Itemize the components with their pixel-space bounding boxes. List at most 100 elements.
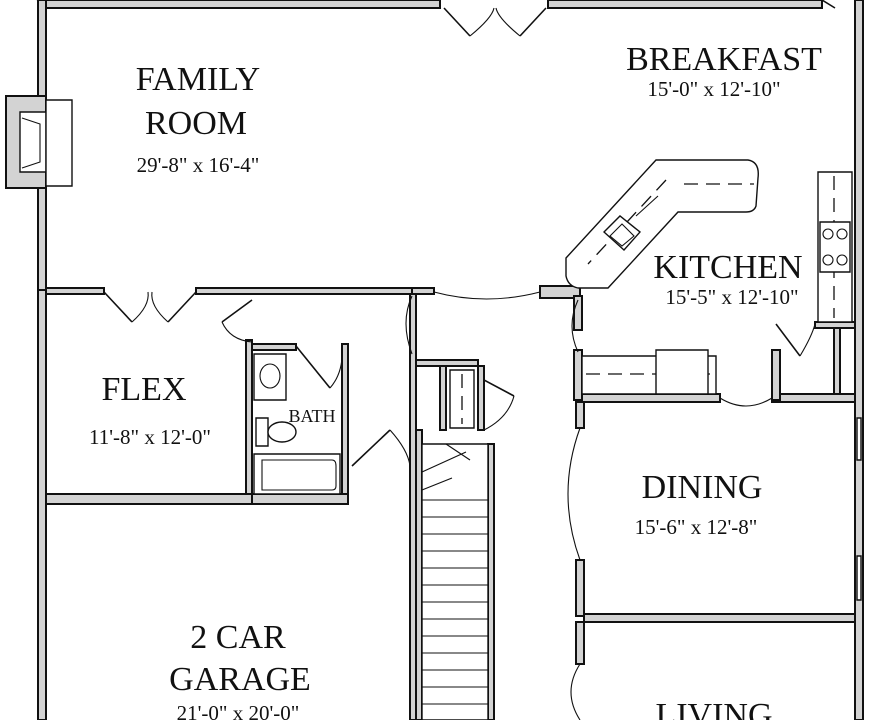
flex-dims: 11'-8" x 12'-0" bbox=[89, 425, 211, 449]
stair-winder-1 bbox=[421, 477, 453, 491]
door-flex-left-icon bbox=[103, 291, 133, 323]
toilet-icon bbox=[267, 421, 297, 443]
door-top-right-swing bbox=[495, 7, 521, 37]
wall-stair-inner bbox=[439, 365, 447, 431]
door-top-left-icon bbox=[443, 7, 471, 37]
door-flex-right-icon bbox=[167, 291, 197, 323]
wall-family-hall bbox=[411, 287, 435, 295]
interior-walls bbox=[45, 285, 856, 720]
wall-pantry-left bbox=[771, 349, 781, 401]
fireplace-hearth bbox=[19, 111, 47, 173]
door-garage-icon bbox=[351, 429, 391, 467]
family-room-dims: 29'-8" x 16'-4" bbox=[137, 153, 260, 177]
door-closet-swing bbox=[483, 395, 515, 431]
wall-left-upper bbox=[37, 0, 47, 97]
family-room-name-1: FAMILY bbox=[136, 61, 260, 98]
toilet-tank-icon bbox=[255, 417, 269, 447]
dining-dims: 15'-6" x 12'-8" bbox=[635, 515, 758, 539]
stair bbox=[421, 369, 489, 720]
flex-name: FLEX bbox=[102, 371, 187, 408]
wall-bath-bottom bbox=[251, 493, 349, 505]
doors bbox=[103, 7, 816, 720]
wall-dining-top bbox=[581, 393, 721, 403]
kitchen-name: KITCHEN bbox=[653, 249, 802, 286]
wall-kitchen-left-2 bbox=[573, 349, 583, 401]
arch-kitchen-left bbox=[571, 299, 579, 353]
bath-fixtures bbox=[253, 353, 341, 495]
wall-dining-living bbox=[583, 613, 856, 623]
wall-hall-left bbox=[409, 293, 417, 720]
burner-3-icon bbox=[822, 254, 834, 266]
wall-bath-right bbox=[341, 343, 349, 499]
fireplace-box bbox=[45, 99, 73, 187]
door-pantry-icon bbox=[775, 323, 801, 357]
sink-icon bbox=[602, 215, 642, 251]
wall-top-right bbox=[547, 0, 823, 9]
wall-dining-left-2 bbox=[575, 559, 585, 617]
sink-basin bbox=[609, 223, 635, 247]
wall-flex-right bbox=[245, 339, 253, 499]
wall-living-left bbox=[575, 621, 585, 665]
arch-dining bbox=[719, 397, 773, 407]
bath-name: BATH bbox=[288, 406, 335, 426]
windows bbox=[856, 417, 862, 601]
wall-closet-right bbox=[477, 365, 485, 431]
door-garage-swing bbox=[389, 429, 411, 467]
exterior-walls bbox=[5, 0, 864, 720]
burner-1-icon bbox=[822, 228, 834, 240]
vanity-icon bbox=[253, 353, 287, 401]
breakfast-dims: 15'-0" x 12'-10" bbox=[647, 77, 780, 101]
door-closet-icon bbox=[483, 379, 515, 397]
wall-stair-left bbox=[415, 429, 423, 720]
wall-left-mid bbox=[37, 187, 47, 291]
tub-inner bbox=[261, 459, 337, 491]
window-dining bbox=[856, 417, 862, 461]
stair-rail bbox=[421, 443, 489, 720]
door-top-right-icon bbox=[519, 7, 547, 37]
fireplace-firebox bbox=[21, 117, 41, 169]
living-name: LIVING bbox=[655, 697, 772, 720]
kitchen-fixtures bbox=[565, 159, 853, 395]
garage-dims: 21'-0" x 20'-0" bbox=[177, 701, 300, 720]
door-top-left-swing bbox=[469, 7, 495, 37]
kitchen-island bbox=[565, 159, 759, 289]
wall-dining-top-2 bbox=[771, 393, 856, 403]
wall-family-flex-2 bbox=[195, 287, 413, 295]
garage-name-2: GARAGE bbox=[169, 661, 311, 698]
sink-bath-icon bbox=[259, 363, 281, 389]
corner-right bbox=[821, 0, 836, 9]
wall-pantry-inner bbox=[833, 327, 841, 395]
stair-treads bbox=[422, 499, 488, 705]
family-room-name-2: ROOM bbox=[145, 105, 247, 142]
burner-4-icon bbox=[836, 254, 848, 266]
room-labels: FAMILY ROOM 29'-8" x 16'-4" BREAKFAST 15… bbox=[89, 41, 822, 720]
garage-name-1: 2 CAR bbox=[190, 619, 286, 656]
arch-hall bbox=[433, 291, 541, 300]
wall-stair-right bbox=[487, 443, 495, 720]
wall-left-lower bbox=[37, 289, 47, 720]
cooktop-icon bbox=[819, 221, 851, 273]
range-icon bbox=[655, 349, 709, 395]
kitchen-dims: 15'-5" x 12'-10" bbox=[665, 285, 798, 309]
wall-family-flex bbox=[45, 287, 105, 295]
door-bath-icon bbox=[295, 345, 331, 389]
door-bath-swing bbox=[329, 345, 343, 389]
door-flex-side-swing bbox=[221, 321, 253, 343]
arch-living-left bbox=[570, 663, 581, 720]
breakfast-name: BREAKFAST bbox=[626, 41, 822, 78]
window-dining-2 bbox=[856, 555, 862, 601]
wall-top-left bbox=[36, 0, 441, 9]
stair-winder-3 bbox=[445, 443, 471, 461]
door-flex-right-swing bbox=[151, 291, 169, 323]
arch-hall-left bbox=[405, 295, 413, 355]
door-pantry-swing bbox=[799, 323, 816, 357]
wall-right bbox=[854, 0, 864, 720]
wall-flex-garage bbox=[45, 493, 253, 505]
door-flex-side-icon bbox=[221, 299, 253, 323]
burner-2-icon bbox=[836, 228, 848, 240]
wall-dining-left bbox=[575, 401, 585, 429]
dishwasher-icon bbox=[635, 195, 659, 217]
arch-dining-left bbox=[567, 427, 581, 561]
door-flex-left-swing bbox=[131, 291, 149, 323]
